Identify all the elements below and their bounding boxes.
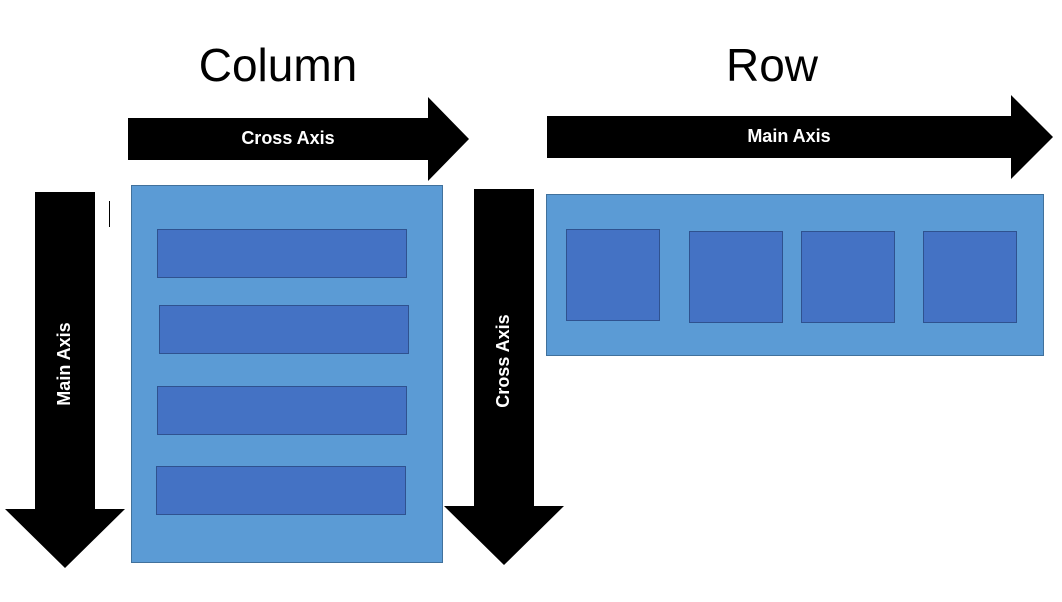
column-item-3 — [157, 386, 407, 435]
text-cursor — [109, 201, 110, 227]
row-item-4 — [923, 231, 1017, 323]
column-cross-axis-label: Cross Axis — [241, 128, 335, 148]
column-main-axis-arrow — [5, 192, 125, 568]
column-right-cross-axis-label: Cross Axis — [493, 314, 513, 408]
column-item-2 — [159, 305, 409, 354]
column-right-cross-axis-arrow — [444, 189, 564, 565]
row-main-axis-label: Main Axis — [747, 126, 831, 146]
column-cross-axis-arrow — [128, 97, 469, 181]
row-item-2 — [689, 231, 783, 323]
column-item-4 — [156, 466, 406, 515]
row-item-1 — [566, 229, 660, 321]
column-main-axis-label: Main Axis — [54, 322, 74, 406]
column-title: Column — [198, 39, 358, 91]
row-title: Row — [725, 39, 819, 91]
row-item-3 — [801, 231, 895, 323]
column-item-1 — [157, 229, 407, 278]
row-main-axis-arrow — [547, 95, 1053, 179]
